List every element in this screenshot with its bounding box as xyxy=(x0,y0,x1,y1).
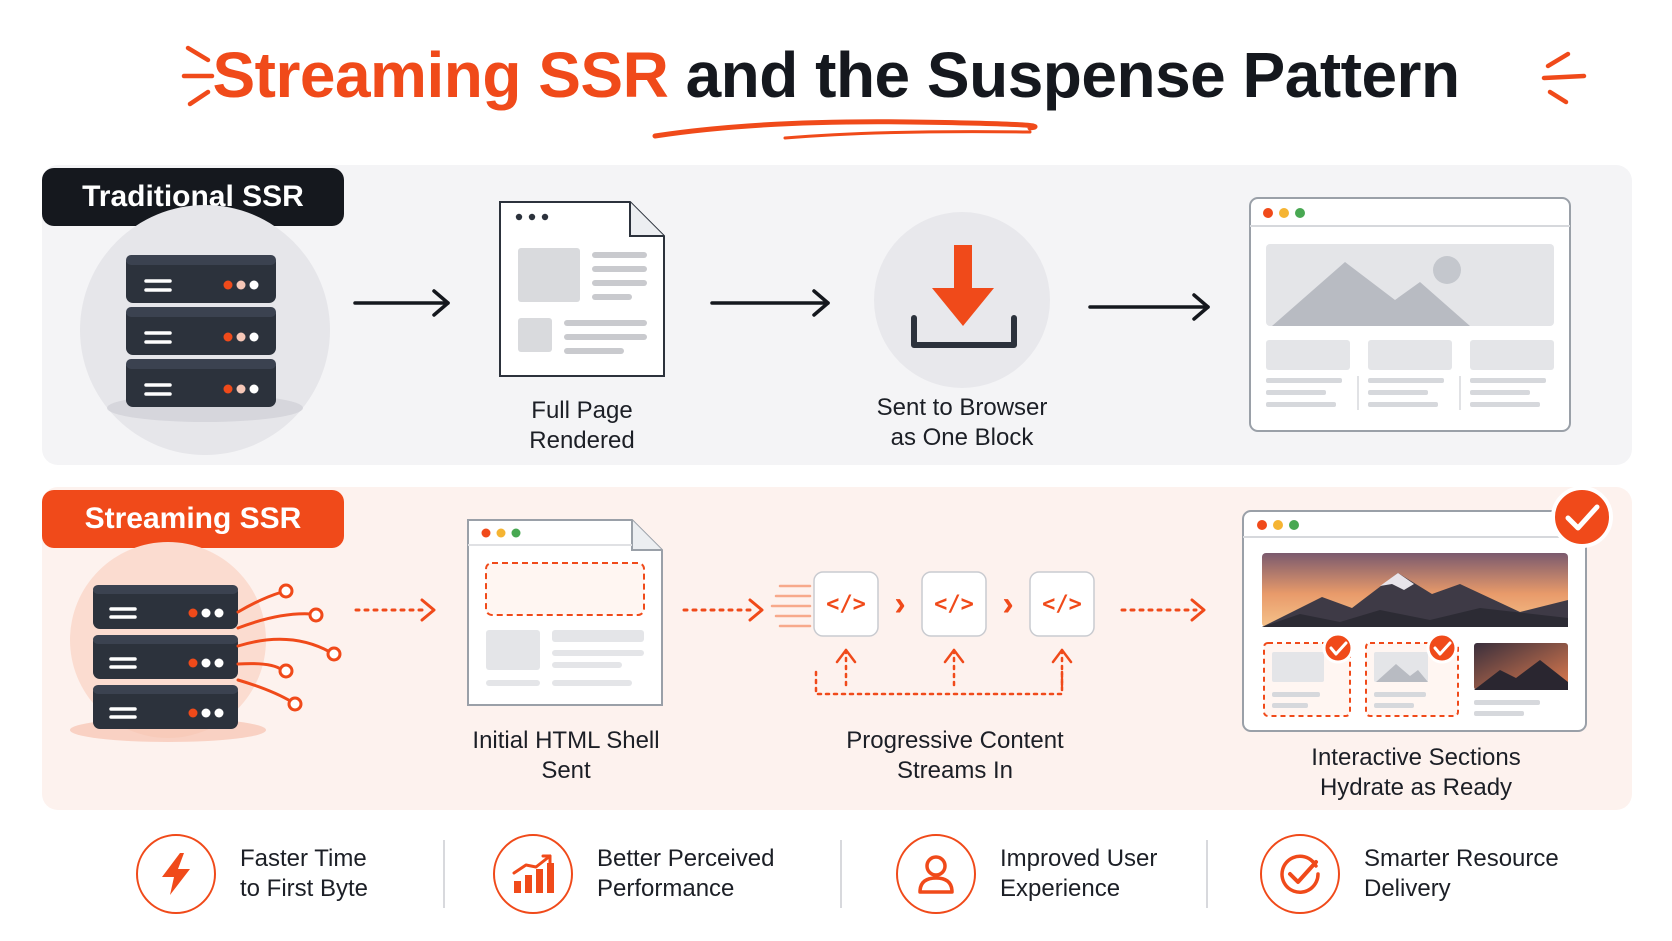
html-shell-window xyxy=(467,519,663,706)
right-spark-icon xyxy=(1541,51,1587,105)
bar-chart-icon xyxy=(493,834,573,914)
title-accent: Streaming SSR xyxy=(212,39,669,111)
check-badge-icon xyxy=(1322,632,1354,664)
check-badge-icon xyxy=(1426,632,1458,664)
title-decoration xyxy=(181,45,1587,140)
benefit-label: to First Byte xyxy=(240,875,369,902)
benefit-faster-ttfb: Faster Time to First Byte xyxy=(136,833,460,915)
dotted-arrow-icon xyxy=(682,598,764,622)
ready-check-icon xyxy=(1551,486,1613,548)
benefit-label: Faster Time xyxy=(240,845,367,872)
code-icon: </> xyxy=(934,591,974,617)
benefit-label: Performance xyxy=(597,875,735,902)
download-icon xyxy=(874,212,1050,388)
arrow-right-icon xyxy=(710,289,830,317)
full-page-document-icon xyxy=(499,201,665,377)
code-chunk-1 xyxy=(813,571,879,637)
divider xyxy=(840,840,842,908)
code-chunk-2 xyxy=(921,571,987,637)
title-rest: and the Suspense Pattern xyxy=(685,39,1460,111)
chevron-right-icon: › xyxy=(894,584,906,623)
chevron-right-icon: › xyxy=(1002,584,1014,623)
benefit-smarter-delivery: Smarter Resource Delivery xyxy=(1260,833,1584,915)
arrow-right-icon xyxy=(1088,293,1210,321)
divider xyxy=(1206,840,1208,908)
check-circle-icon xyxy=(1260,834,1340,914)
title-underline xyxy=(652,119,1038,139)
benefit-label: Improved User xyxy=(1000,845,1158,872)
caption-interactive-sections: Interactive Sections Hydrate as Ready xyxy=(1311,744,1521,801)
dotted-arrow-icon xyxy=(1120,598,1206,622)
title-underline-2 xyxy=(783,130,1032,140)
arrow-right-icon xyxy=(353,289,450,317)
benefit-label: Smarter Resource xyxy=(1364,845,1559,872)
caption-sent-to-browser: Sent to Browser as One Block xyxy=(876,394,1048,451)
server-stack-icon xyxy=(93,585,238,729)
code-icon: </> xyxy=(1042,591,1082,617)
lightning-icon xyxy=(136,834,216,914)
caption-initial-html-shell: Initial HTML Shell Sent xyxy=(472,727,660,784)
benefit-user-experience: Improved User Experience xyxy=(896,833,1220,915)
hydrated-browser-window xyxy=(1242,510,1587,732)
benefit-label: Better Perceived xyxy=(597,845,775,872)
feedback-lines xyxy=(814,648,1073,696)
divider xyxy=(443,840,445,908)
benefit-perceived-performance: Better Perceived Performance xyxy=(493,833,847,915)
code-chunk-3 xyxy=(1029,571,1095,637)
left-spark-icon xyxy=(181,45,215,107)
user-icon xyxy=(896,834,976,914)
streaming-badge: Streaming SSR xyxy=(42,490,344,548)
caption-full-page-rendered: Full Page Rendered xyxy=(529,397,635,454)
caption-progressive-content: Progressive Content Streams In xyxy=(846,727,1064,784)
dotted-arrow-icon xyxy=(354,598,436,622)
server-stack-icon xyxy=(126,255,276,407)
rendered-browser-window xyxy=(1249,197,1571,432)
benefit-label: Experience xyxy=(1000,875,1121,902)
title-area: Streaming SSR and the Suspense Pattern xyxy=(0,30,1672,140)
code-icon: </> xyxy=(826,591,866,617)
benefit-label: Delivery xyxy=(1364,875,1451,902)
page-title: Streaming SSR and the Suspense Pattern xyxy=(0,38,1672,112)
motion-lines xyxy=(770,584,812,628)
